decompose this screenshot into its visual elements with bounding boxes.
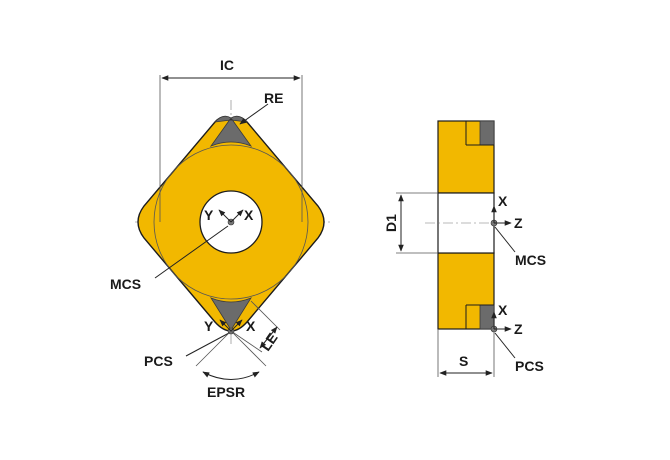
pcs-label-right: PCS <box>515 358 544 374</box>
x-axis-arrow-center <box>230 209 244 223</box>
side-tip-upper <box>479 120 495 146</box>
re-leader <box>239 103 269 125</box>
cutting-tip-bottom <box>210 297 252 331</box>
le-dimension-line <box>259 326 278 349</box>
epsr-line-right <box>230 330 267 367</box>
s-label: S <box>459 353 468 369</box>
z-axis-label-side-mid: Z <box>514 215 523 231</box>
x-axis-label-side-bot: X <box>498 302 508 318</box>
pcs-leader-right <box>494 332 516 359</box>
mcs-leader-right <box>494 226 516 253</box>
mcs-leader-left <box>154 225 229 279</box>
x-axis-label-side-mid: X <box>498 193 508 209</box>
le-label: LE <box>257 330 280 354</box>
mcs-label-left: MCS <box>110 276 141 292</box>
re-label: RE <box>264 90 283 106</box>
epsr-arc <box>202 371 260 380</box>
pcs-label-left: PCS <box>144 353 173 369</box>
inscribed-circle <box>153 144 309 300</box>
epsr-label: EPSR <box>207 384 245 400</box>
x-axis-arrow-tip <box>230 319 243 332</box>
x-axis-label-center: X <box>244 207 254 223</box>
y-axis-arrow-tip <box>219 319 232 332</box>
side-tip-lower <box>479 304 495 330</box>
y-axis-label-center: Y <box>204 207 214 223</box>
z-axis-label-side-bot: Z <box>514 321 523 337</box>
mcs-label-right: MCS <box>515 252 546 268</box>
pcs-leader-left <box>185 332 230 357</box>
insert-top-view: Y X IC RE MCS Y X PCS LE EPSR <box>110 57 330 400</box>
y-axis-label-tip: Y <box>204 318 214 334</box>
y-axis-arrow-center <box>218 209 232 223</box>
epsr-line-left <box>195 330 232 367</box>
d1-label: D1 <box>383 214 399 232</box>
x-axis-label-tip: X <box>246 318 256 334</box>
ic-label: IC <box>220 57 234 73</box>
le-extension-1 <box>250 300 281 331</box>
insert-side-view: D1 X Z MCS X Z PCS S <box>383 120 546 377</box>
le-extension-2 <box>230 330 263 353</box>
